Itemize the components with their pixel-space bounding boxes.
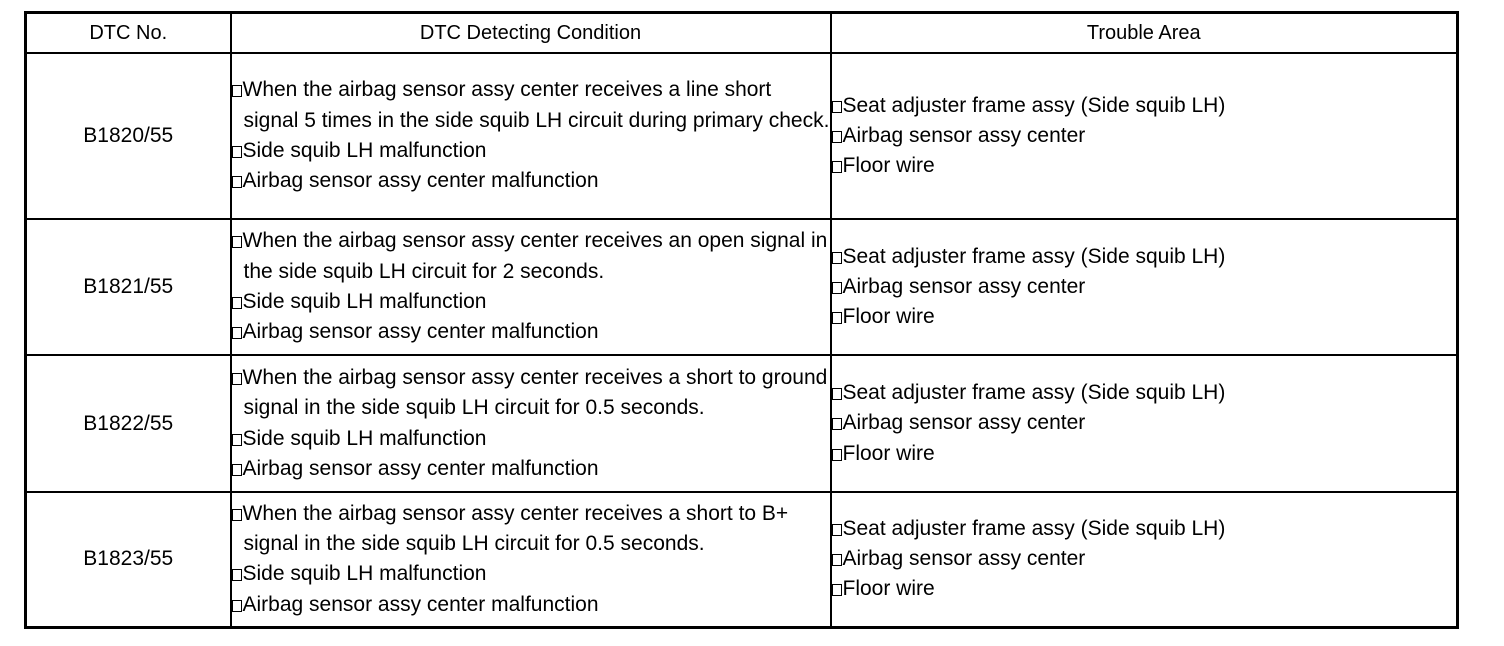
area-item: Floor wire	[831, 574, 1457, 604]
area-item: Airbag sensor assy center	[831, 121, 1457, 151]
dtc-code: B1821/55	[24, 218, 232, 356]
area-item: Seat adjuster frame assy (Side squib LH)	[831, 242, 1457, 272]
header-condition: DTC Detecting Condition	[229, 11, 832, 54]
condition-cell: When the airbag sensor assy center recei…	[229, 354, 832, 493]
condition-item: When the airbag sensor assy center recei…	[231, 499, 830, 560]
checkbox-icon	[231, 236, 242, 249]
condition-cell: When the airbag sensor assy center recei…	[229, 491, 832, 628]
area-item: Seat adjuster frame assy (Side squib LH)	[831, 91, 1457, 121]
condition-item: Airbag sensor assy center malfunction	[231, 166, 830, 196]
checkbox-icon	[831, 554, 842, 567]
area-item: Floor wire	[831, 302, 1457, 332]
table-row: B1820/55 When the airbag sensor assy cen…	[24, 52, 1459, 220]
condition-item: Airbag sensor assy center malfunction	[231, 590, 830, 620]
checkbox-icon	[231, 85, 242, 98]
trouble-area-cell: Seat adjuster frame assy (Side squib LH)…	[829, 52, 1459, 220]
checkbox-icon	[831, 251, 842, 264]
checkbox-icon	[831, 100, 842, 113]
checkbox-icon	[831, 130, 842, 143]
condition-item: Side squib LH malfunction	[231, 287, 830, 317]
condition-item: Airbag sensor assy center malfunction	[231, 317, 830, 347]
checkbox-icon	[831, 418, 842, 431]
table-row: B1823/55 When the airbag sensor assy cen…	[24, 491, 1459, 628]
header-trouble-area: Trouble Area	[829, 11, 1459, 54]
header-row: DTC No. DTC Detecting Condition Trouble …	[24, 11, 1459, 54]
checkbox-icon	[831, 448, 842, 461]
condition-item: Side squib LH malfunction	[231, 424, 830, 454]
checkbox-icon	[231, 433, 242, 446]
condition-item: When the airbag sensor assy center recei…	[231, 226, 830, 287]
table-row: B1822/55 When the airbag sensor assy cen…	[24, 354, 1459, 493]
area-item: Airbag sensor assy center	[831, 544, 1457, 574]
dtc-code: B1823/55	[24, 491, 232, 628]
checkbox-icon	[831, 584, 842, 597]
condition-item: Airbag sensor assy center malfunction	[231, 454, 830, 484]
condition-item: When the airbag sensor assy center recei…	[231, 363, 830, 424]
header-dtc-no: DTC No.	[24, 11, 232, 54]
condition-cell: When the airbag sensor assy center recei…	[229, 52, 832, 220]
checkbox-icon	[231, 372, 242, 385]
area-item: Airbag sensor assy center	[831, 272, 1457, 302]
dtc-code: B1822/55	[24, 354, 232, 493]
table-row: B1821/55 When the airbag sensor assy cen…	[24, 218, 1459, 356]
area-item: Floor wire	[831, 439, 1457, 469]
area-item: Seat adjuster frame assy (Side squib LH)	[831, 378, 1457, 408]
checkbox-icon	[231, 463, 242, 476]
trouble-area-cell: Seat adjuster frame assy (Side squib LH)…	[829, 354, 1459, 493]
dtc-table: DTC No. DTC Detecting Condition Trouble …	[24, 11, 1459, 629]
checkbox-icon	[831, 388, 842, 401]
trouble-area-cell: Seat adjuster frame assy (Side squib LH)…	[829, 491, 1459, 628]
area-item: Floor wire	[831, 151, 1457, 181]
checkbox-icon	[231, 146, 242, 158]
dtc-code: B1820/55	[24, 52, 232, 220]
condition-item: When the airbag sensor assy center recei…	[231, 75, 830, 136]
checkbox-icon	[231, 176, 242, 189]
checkbox-icon	[831, 281, 842, 294]
trouble-area-cell: Seat adjuster frame assy (Side squib LH)…	[829, 218, 1459, 356]
condition-cell: When the airbag sensor assy center recei…	[229, 218, 832, 356]
condition-item: Side squib LH malfunction	[231, 559, 830, 589]
area-item: Airbag sensor assy center	[831, 408, 1457, 438]
checkbox-icon	[231, 297, 242, 309]
checkbox-icon	[831, 523, 842, 536]
checkbox-icon	[231, 599, 242, 612]
checkbox-icon	[231, 327, 242, 340]
checkbox-icon	[831, 312, 842, 325]
condition-item: Side squib LH malfunction	[231, 136, 830, 166]
checkbox-icon	[231, 508, 242, 521]
checkbox-icon	[831, 161, 842, 174]
checkbox-icon	[231, 569, 242, 582]
area-item: Seat adjuster frame assy (Side squib LH)	[831, 514, 1457, 544]
